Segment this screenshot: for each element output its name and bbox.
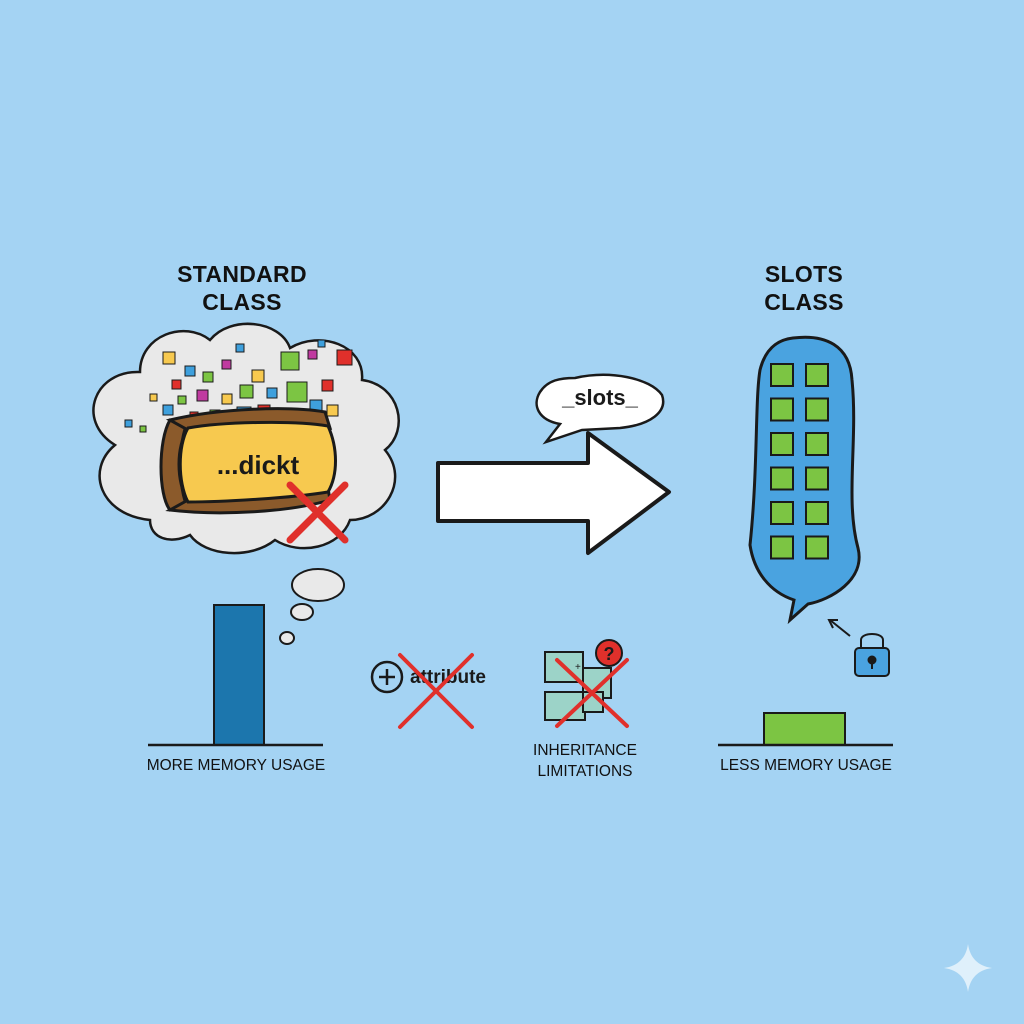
slot-cell [770, 535, 794, 560]
sparkle-icon [944, 944, 992, 992]
slot-cell [805, 363, 829, 387]
question-badge-icon: ? [595, 639, 623, 667]
inheritance-cross-icon [555, 658, 629, 728]
slot-cell [770, 501, 794, 525]
memory-bar-high [213, 604, 265, 746]
dict-cross-icon [286, 481, 349, 544]
less-memory-caption: LESS MEMORY USAGE [720, 757, 892, 774]
slot-cell [770, 363, 794, 387]
standard-class-title-line1: STANDARD [177, 261, 307, 287]
slots-bubble-label: _slots_ [561, 385, 639, 410]
more-memory-caption: MORE MEMORY USAGE [146, 757, 326, 774]
attribute-cross-icon [398, 653, 474, 729]
slots-class-title: SLOTS CLASS [724, 260, 884, 316]
standard-class-title-line2: CLASS [202, 289, 282, 315]
dict-container [159, 407, 337, 515]
slot-cell [805, 432, 829, 456]
dict-label: ...dickt [217, 450, 300, 480]
transition-arrow-icon [436, 431, 671, 555]
slots-class-title-line2: CLASS [764, 289, 844, 315]
slots-class-title-line1: SLOTS [764, 261, 844, 287]
slot-grid [770, 363, 829, 560]
slot-cell [805, 466, 829, 491]
inheritance-caption: INHERITANCE LIMITATIONS [500, 740, 670, 782]
inheritance-caption-line2: LIMITATIONS [537, 763, 633, 780]
standard-class-title: STANDARD CLASS [142, 260, 342, 316]
thought-trail [279, 568, 345, 645]
slots-body [748, 335, 861, 625]
slot-cell [770, 432, 794, 456]
plus-circle-icon [370, 660, 404, 694]
slot-cell [805, 535, 829, 560]
slot-cell [770, 397, 794, 422]
inheritance-caption-line1: INHERITANCE [533, 742, 637, 759]
svg-text:?: ? [604, 644, 615, 664]
slot-cell [805, 397, 829, 422]
slot-cell [770, 466, 794, 491]
lock-pointer-arrow-icon [827, 619, 851, 637]
svg-text:+: + [575, 662, 581, 673]
lock-icon [854, 633, 890, 677]
memory-bar-low [763, 712, 846, 746]
slots-speech-bubble [535, 373, 665, 445]
slot-cell [805, 501, 829, 525]
